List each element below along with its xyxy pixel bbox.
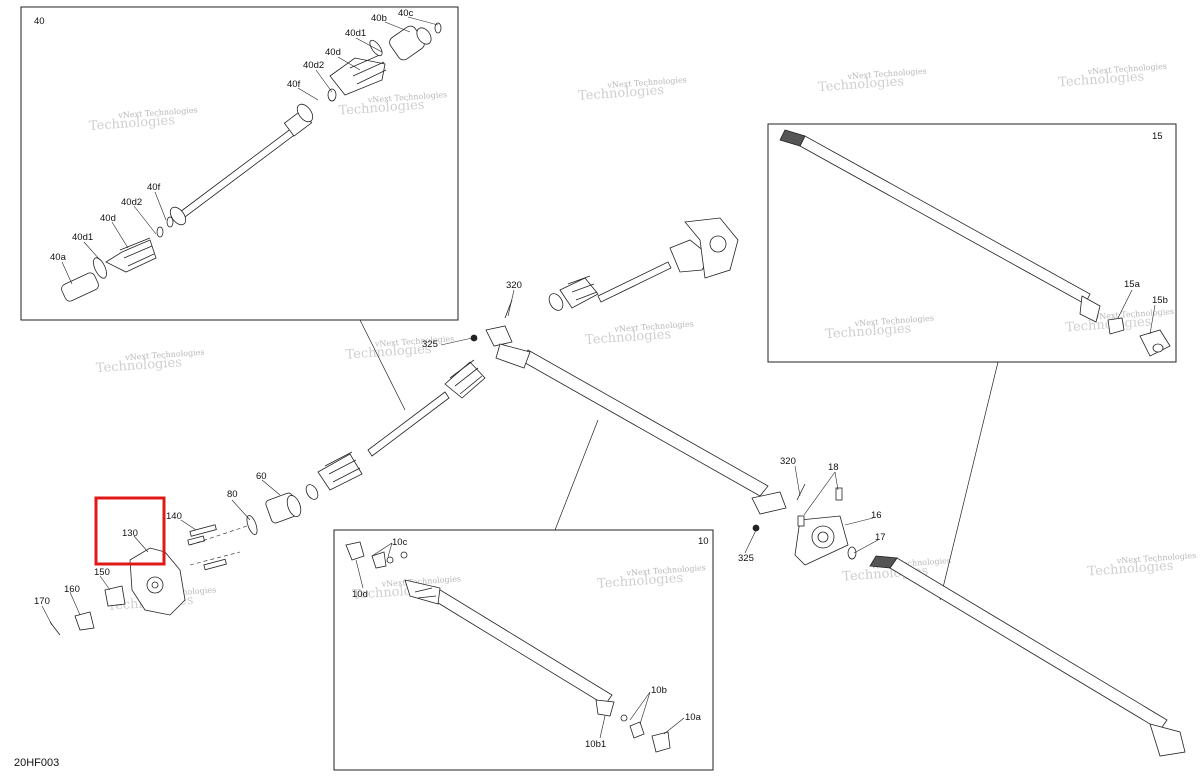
part-label-10b: 10b xyxy=(651,685,667,696)
detail-box-15: 15 15a 15b xyxy=(767,123,1177,363)
part-label-40a: 40a xyxy=(50,252,67,263)
part-label-40f: 40f xyxy=(147,182,161,193)
part-label-40b: 40b xyxy=(371,13,387,24)
part-label-10d: 10d xyxy=(352,589,368,600)
part-label-10a: 10a xyxy=(685,712,702,723)
watermark-text: Technologies xyxy=(818,74,905,95)
watermark-text: Technologies xyxy=(578,83,665,104)
watermark-text: Technologies xyxy=(825,321,912,342)
part-label-40d1: 40d1 xyxy=(345,28,366,39)
highlight-box-130[interactable] xyxy=(94,496,166,566)
leader-lines xyxy=(355,542,685,739)
detail-box-number: 15 xyxy=(1152,131,1163,142)
part-label-40d1: 40d1 xyxy=(72,232,93,243)
part-label-130: 130 xyxy=(122,528,138,539)
part-label-15a: 15a xyxy=(1124,279,1141,290)
detail-box-10: 10 10c 10d 10b 10a 10b1 xyxy=(333,529,714,771)
part-label-140: 140 xyxy=(166,511,182,522)
part-label-60: 60 xyxy=(256,471,267,482)
part-label-160: 160 xyxy=(64,584,80,595)
part-label-40f: 40f xyxy=(287,79,301,90)
leader-lines xyxy=(41,289,879,626)
watermark-text: Technologies xyxy=(1058,69,1145,90)
leader-lines xyxy=(61,16,439,285)
part-label-17: 17 xyxy=(875,532,886,543)
diagram-code: 20HF003 xyxy=(14,757,59,769)
part-label-170: 170 xyxy=(34,596,50,607)
dashed-assembly-lines xyxy=(189,524,251,566)
watermark-text: Technologies xyxy=(585,327,672,348)
axle-shaft-drawing xyxy=(61,22,442,302)
watermark-text: Technologies xyxy=(95,355,182,376)
leader-lines xyxy=(1117,289,1156,335)
part-label-18: 18 xyxy=(828,462,839,473)
watermark-text: Technologies xyxy=(89,113,176,134)
part-label-80: 80 xyxy=(227,489,238,500)
part-label-40d: 40d xyxy=(325,47,341,58)
part-label-40d2: 40d2 xyxy=(303,60,324,71)
part-label-320: 320 xyxy=(506,280,522,291)
part-label-40d: 40d xyxy=(100,213,116,224)
prop-shaft-15-drawing xyxy=(779,129,1171,357)
part-label-15b: 15b xyxy=(1152,295,1168,306)
watermark-text: Technologies xyxy=(338,98,425,119)
main-assembly-drawing xyxy=(49,217,1186,757)
detail-box-number: 40 xyxy=(34,16,45,27)
part-label-325: 325 xyxy=(422,339,438,350)
box-callout-lines xyxy=(359,319,999,601)
part-label-40c: 40c xyxy=(398,8,414,19)
watermark-text: Technologies xyxy=(597,571,684,592)
detail-box-40: 40 xyxy=(20,6,459,321)
watermark-text: Technologies xyxy=(1087,559,1174,580)
detail-box-number: 10 xyxy=(698,536,709,547)
prop-shaft-10-drawing xyxy=(345,541,671,753)
part-label-10b1: 10b1 xyxy=(585,739,606,750)
watermark-text: Technologies xyxy=(345,342,432,363)
part-label-325: 325 xyxy=(738,553,754,564)
part-label-40d2: 40d2 xyxy=(121,197,142,208)
part-label-16: 16 xyxy=(871,510,882,521)
part-label-150: 150 xyxy=(94,567,110,578)
part-label-320: 320 xyxy=(780,456,796,467)
part-label-10c: 10c xyxy=(392,537,408,548)
